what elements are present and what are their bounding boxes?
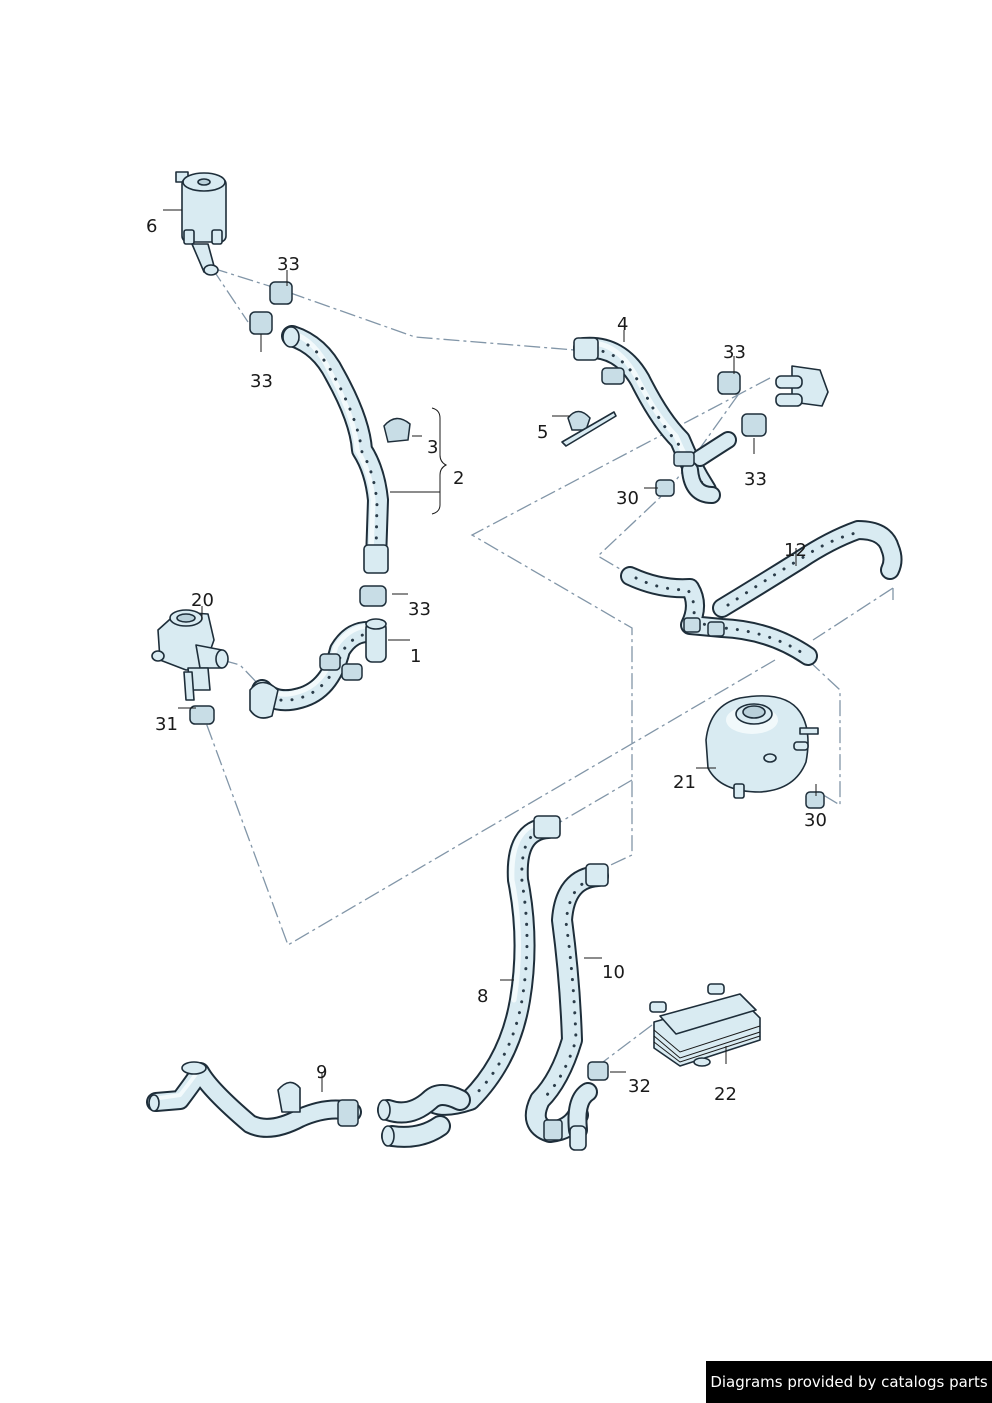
clamp-33c <box>717 371 741 395</box>
part-5-clip <box>561 410 617 447</box>
callout-3: 3 <box>427 437 438 458</box>
callout-31: 31 <box>155 714 178 735</box>
clamp-30a <box>655 479 675 497</box>
callout-4: 4 <box>617 314 628 335</box>
callout-30-b: 30 <box>804 810 827 831</box>
callout-5: 5 <box>537 422 548 443</box>
callout-22: 22 <box>714 1084 737 1105</box>
callout-32: 32 <box>628 1076 651 1097</box>
connector-flange <box>775 365 829 407</box>
callout-33-b: 33 <box>250 371 273 392</box>
clamp-1b <box>341 663 363 681</box>
part-6-pump <box>175 171 227 276</box>
part-21-expansion-tank <box>705 695 819 799</box>
callout-33-a: 33 <box>277 254 300 275</box>
clamp-32 <box>587 1061 609 1081</box>
clamp-33b <box>249 311 273 335</box>
callout-8: 8 <box>477 986 488 1007</box>
callout-33-c: 33 <box>723 342 746 363</box>
clamp-33e <box>359 585 387 607</box>
clamp-31 <box>189 705 215 725</box>
callout-33-e: 33 <box>408 599 431 620</box>
clamp-1a <box>319 653 341 671</box>
part-12-hose <box>620 520 903 666</box>
callout-21: 21 <box>673 772 696 793</box>
part-10-hose <box>524 863 609 1151</box>
callout-9: 9 <box>316 1062 327 1083</box>
clamp-30b <box>805 791 825 809</box>
part-2-hose <box>281 325 389 574</box>
part-22-oil-cooler <box>649 983 761 1067</box>
part-9-pipe <box>146 1061 362 1138</box>
part-8-hose <box>377 815 561 1148</box>
callout-20: 20 <box>191 590 214 611</box>
callout-2: 2 <box>453 468 464 489</box>
clamp-33d <box>741 413 767 437</box>
callout-33-d: 33 <box>744 469 767 490</box>
clamp-3 <box>383 417 411 443</box>
credit-banner: Diagrams provided by catalogs parts <box>706 1361 992 1403</box>
callout-6: 6 <box>146 216 157 237</box>
callout-1: 1 <box>410 646 421 667</box>
callout-labels: 6 33 33 4 33 33 5 30 3 2 33 1 20 31 12 2… <box>146 216 827 1105</box>
part-20-housing <box>151 609 229 701</box>
callout-12: 12 <box>784 540 807 561</box>
hose-clamps <box>189 281 825 1081</box>
part-1-hose <box>249 618 387 719</box>
credit-text: Diagrams provided by catalogs parts <box>710 1373 988 1391</box>
callout-30-a: 30 <box>616 488 639 509</box>
callout-10: 10 <box>602 962 625 983</box>
part-4-hose <box>573 336 737 504</box>
leader-lines <box>163 209 817 1092</box>
clamp-33a <box>269 281 293 305</box>
